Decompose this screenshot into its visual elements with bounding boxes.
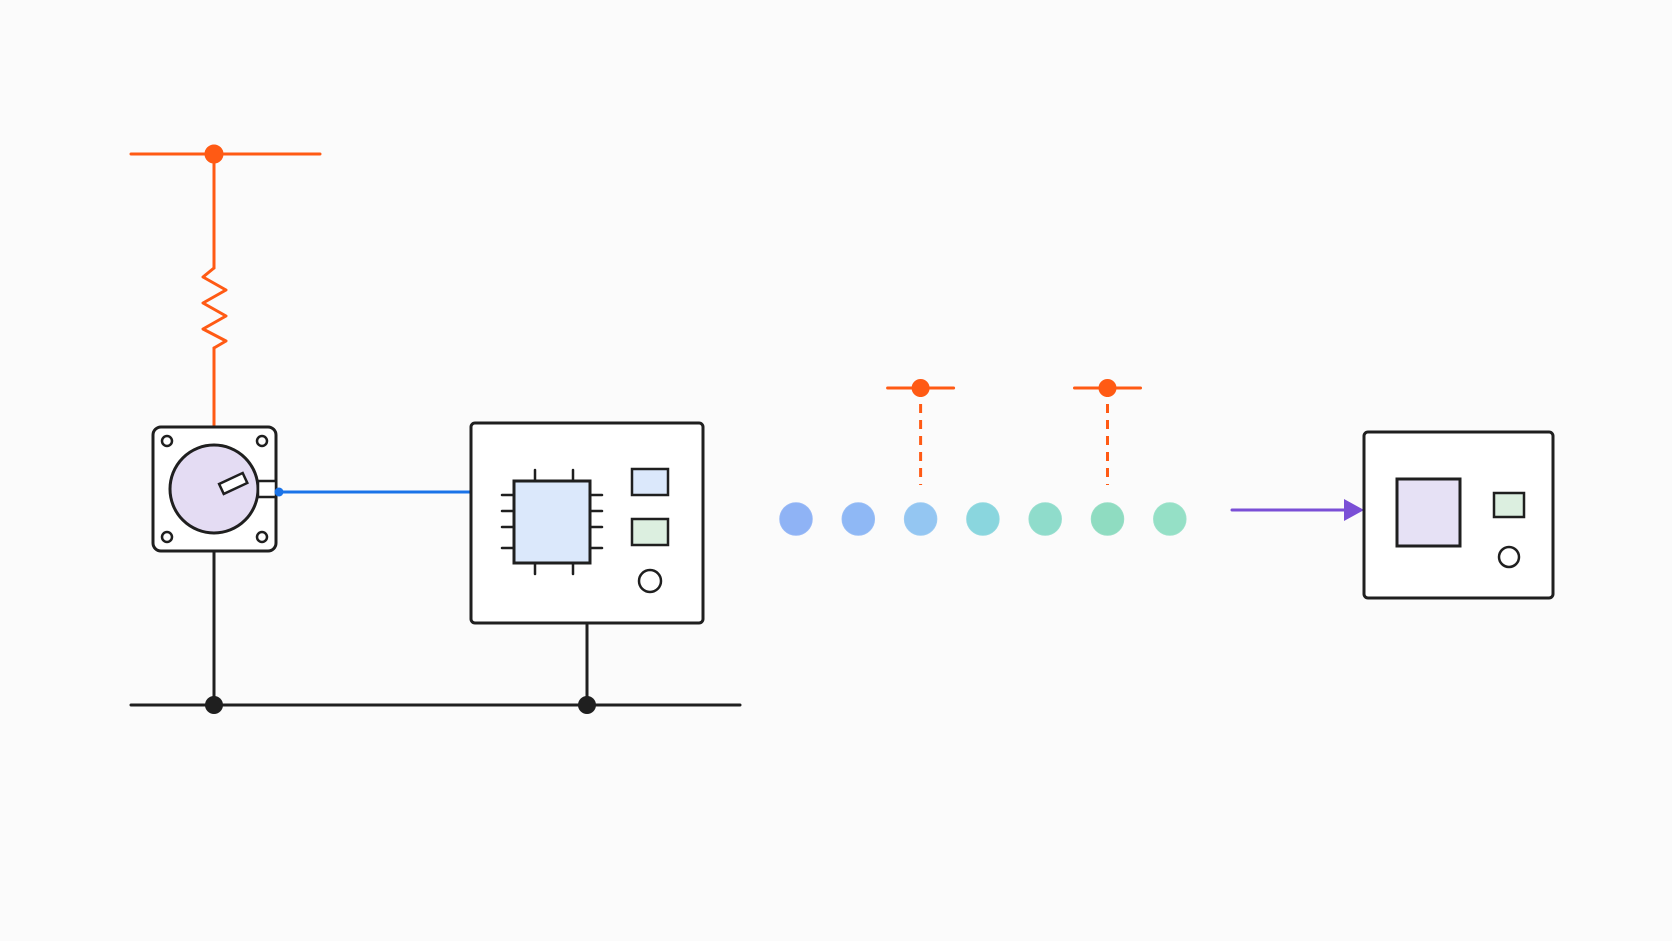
controller-status-led [637,568,663,594]
output-module-display [1395,477,1462,548]
rotary-encoder [151,425,278,553]
encoder-mount-hole-bl [160,530,174,544]
data-stream-dot [1028,502,1062,536]
controller-pad-green [630,517,670,547]
ground-junction-controller [578,696,596,714]
power-tap [1073,379,1142,485]
output-module [1362,430,1555,600]
rotary-encoder-icon [168,443,260,535]
data-stream [779,379,1187,536]
signal-wire-terminal [274,487,284,497]
controller-pad-blue [630,467,670,497]
power-tap-junction [911,379,930,397]
ground-branch [129,550,742,714]
encoder-mount-hole-tr [255,434,269,448]
encoder-output-tab [256,479,278,499]
data-stream-dot [841,502,876,536]
output-connector [1230,499,1364,521]
encoder-mount-hole-tl [160,434,174,448]
data-stream-dot [903,502,938,536]
arrow-right-icon [1344,499,1364,521]
encoder-knob-indicator [217,471,249,496]
ground-junction-encoder [205,696,223,714]
data-stream-dot [1153,502,1187,536]
data-stream-dot [966,502,1000,536]
output-module-led [1497,545,1521,569]
encoder-mount-hole-br [255,530,269,544]
output-module-pad-green [1492,491,1526,519]
chip-body [512,479,592,565]
resistor-zigzag-icon [201,266,228,350]
power-tap-junction [1098,379,1117,397]
power-branch [129,144,322,428]
controller-board [469,421,705,625]
microcontroller-chip-icon [500,468,604,576]
power-tap [886,379,956,485]
data-stream-dot [1090,502,1125,536]
data-stream-dot [779,502,813,536]
